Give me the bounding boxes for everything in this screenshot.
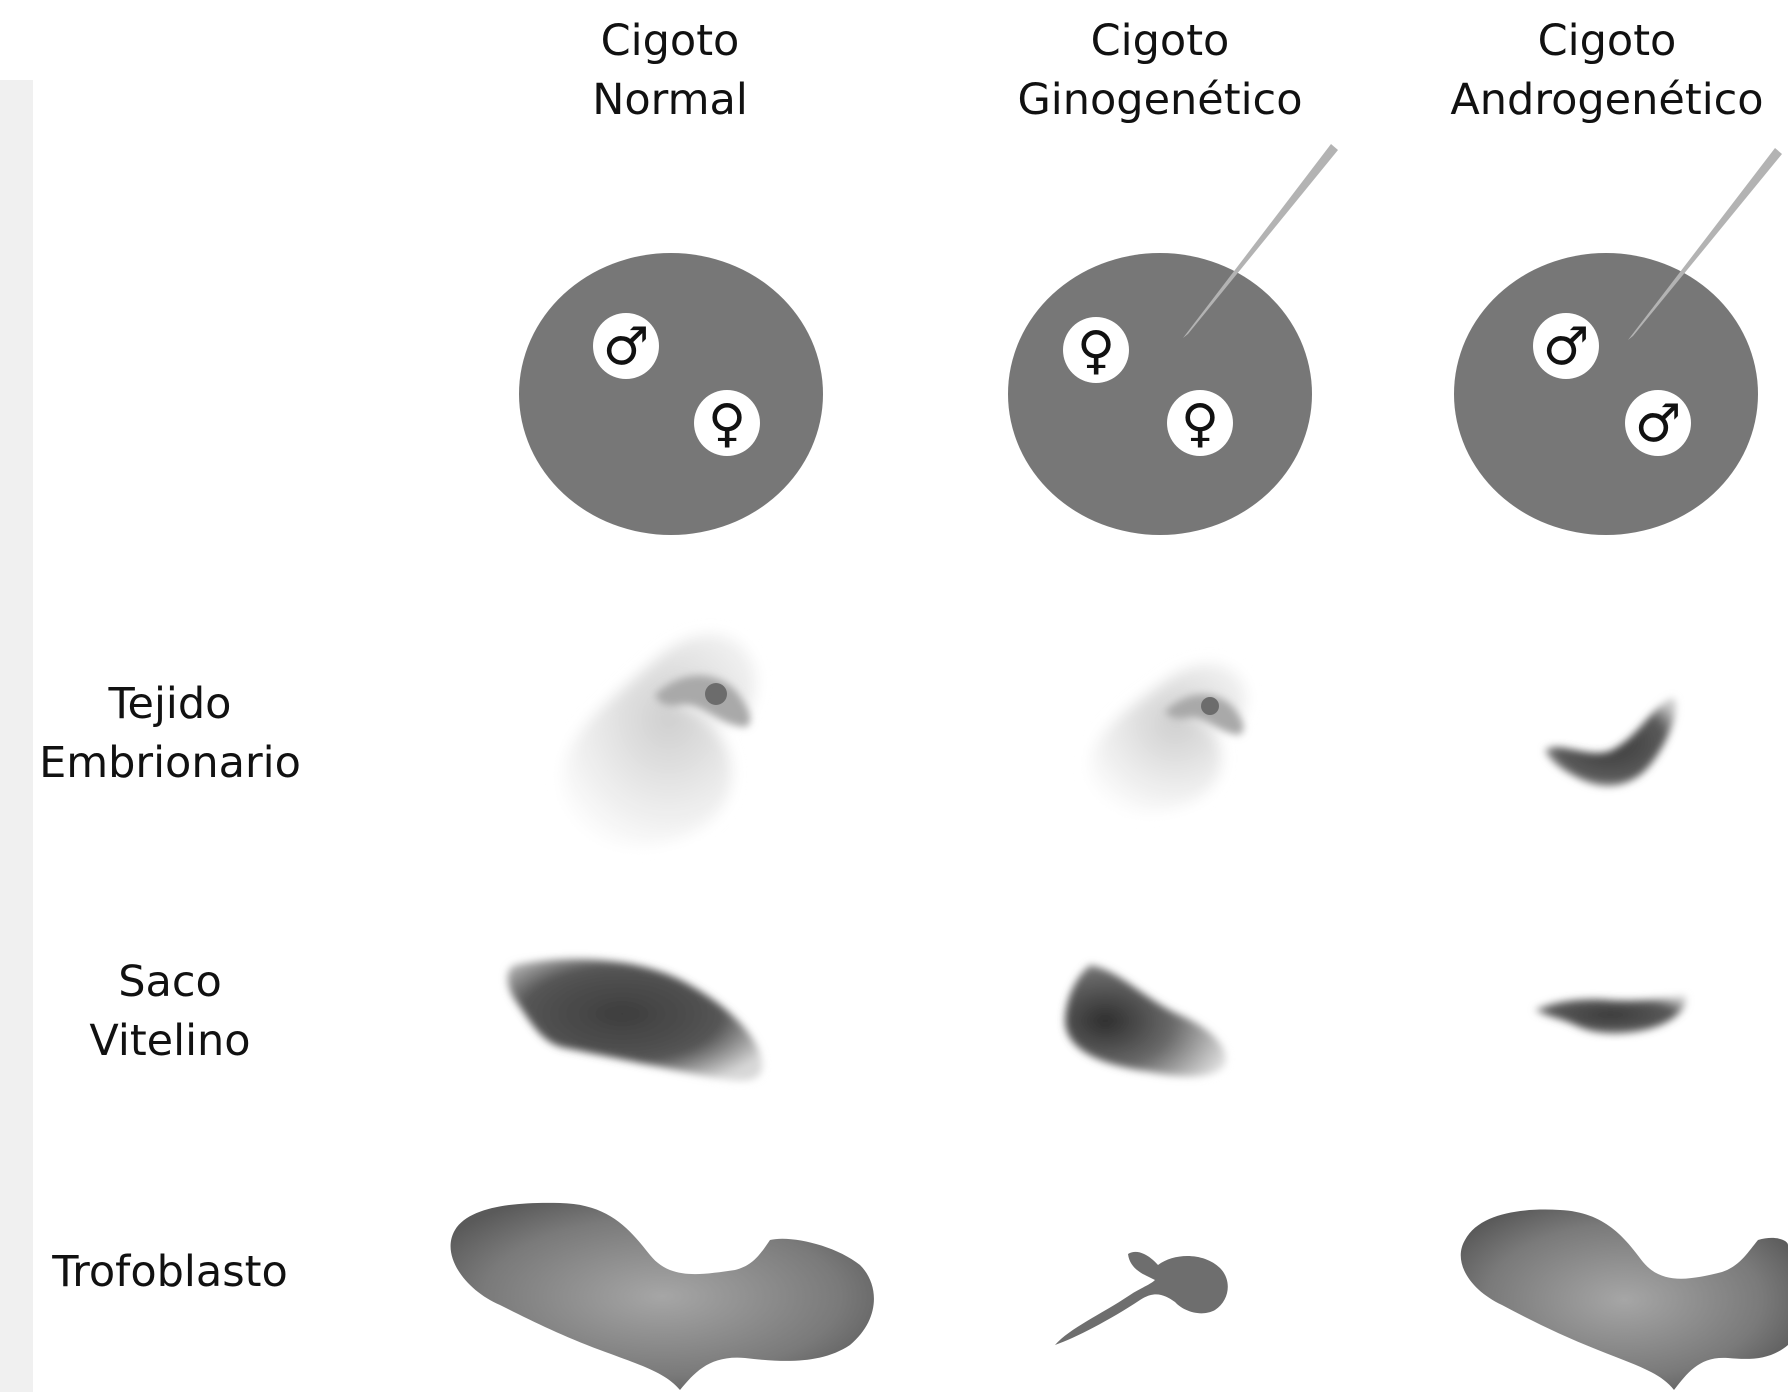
trophoblast-shape xyxy=(1461,1210,1788,1390)
male-symbol-icon: ♂ xyxy=(1543,317,1590,377)
male-symbol-icon: ♂ xyxy=(1635,394,1682,454)
zygote-ginogenetic xyxy=(1008,144,1338,535)
embryo-eye xyxy=(705,683,727,705)
yolk-sac-shape xyxy=(1065,965,1226,1076)
female-symbol-icon: ♀ xyxy=(1077,321,1115,381)
trophoblast-normal xyxy=(451,1203,874,1390)
zygote-androgenetic xyxy=(1454,148,1782,535)
embryo-body xyxy=(1090,664,1247,813)
trophoblast-ginogenetic xyxy=(1055,1252,1228,1345)
trophoblast-androgenetic xyxy=(1461,1210,1788,1390)
trophoblast-shape xyxy=(1055,1252,1228,1345)
yolk-sac-androgenetic xyxy=(1535,996,1686,1034)
yolk-sac-shape xyxy=(1535,996,1686,1034)
female-symbol-icon: ♀ xyxy=(708,394,746,454)
embryo-body xyxy=(1545,698,1676,786)
embryonic-tissue-ginogenetic xyxy=(1090,664,1247,813)
trophoblast-shape xyxy=(451,1203,874,1390)
embryo-body xyxy=(562,635,756,846)
yolk-sac-normal xyxy=(508,959,763,1081)
zygote-cytoplasm xyxy=(519,253,823,535)
female-symbol-icon: ♀ xyxy=(1181,394,1219,454)
zygote-cytoplasm xyxy=(1454,253,1758,535)
yolk-sac-shape xyxy=(508,959,763,1081)
embryonic-tissue-normal xyxy=(562,635,756,846)
zygote-normal xyxy=(519,253,823,535)
embryonic-tissue-androgenetic xyxy=(1545,698,1676,786)
embryo-eye xyxy=(1201,697,1219,715)
zygote-cytoplasm xyxy=(1008,253,1312,535)
male-symbol-icon: ♂ xyxy=(603,317,650,377)
yolk-sac-ginogenetic xyxy=(1065,965,1226,1076)
